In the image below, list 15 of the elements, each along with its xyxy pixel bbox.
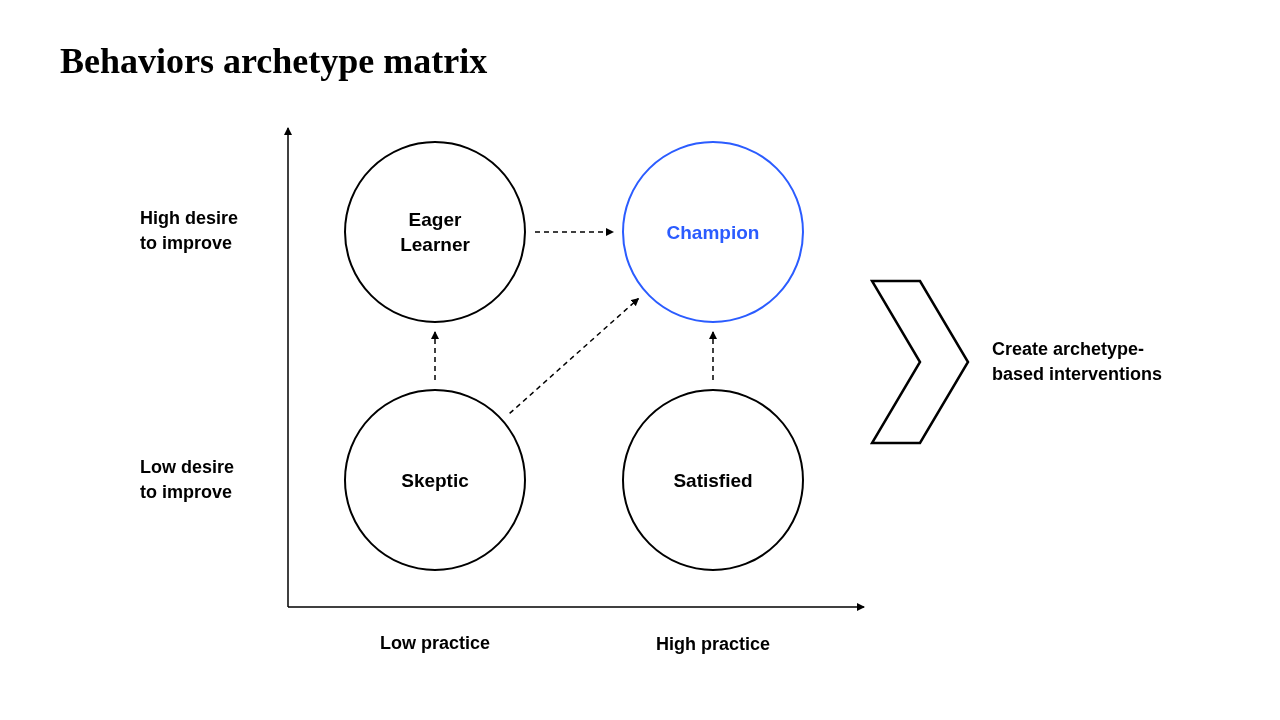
axis-label: High desire to improve <box>140 207 240 255</box>
title: Behaviors archetype matrix <box>60 40 488 82</box>
chevron-arrow <box>870 279 971 445</box>
archetype-label: Satisfied <box>672 468 754 493</box>
arrow <box>534 228 614 236</box>
archetype-label: Champion <box>665 220 761 245</box>
arrow <box>508 297 640 415</box>
axis-label: High practice <box>655 633 771 656</box>
archetype-label: Skeptic <box>400 468 470 493</box>
axis-label: Low practice <box>379 632 491 655</box>
arrow <box>431 331 439 381</box>
archetype-label: Eager Learner <box>399 208 471 257</box>
arrow <box>709 331 717 381</box>
action-text: Create archetype-based interventions <box>992 337 1182 387</box>
axis-label: Low desire to improve <box>140 456 236 504</box>
